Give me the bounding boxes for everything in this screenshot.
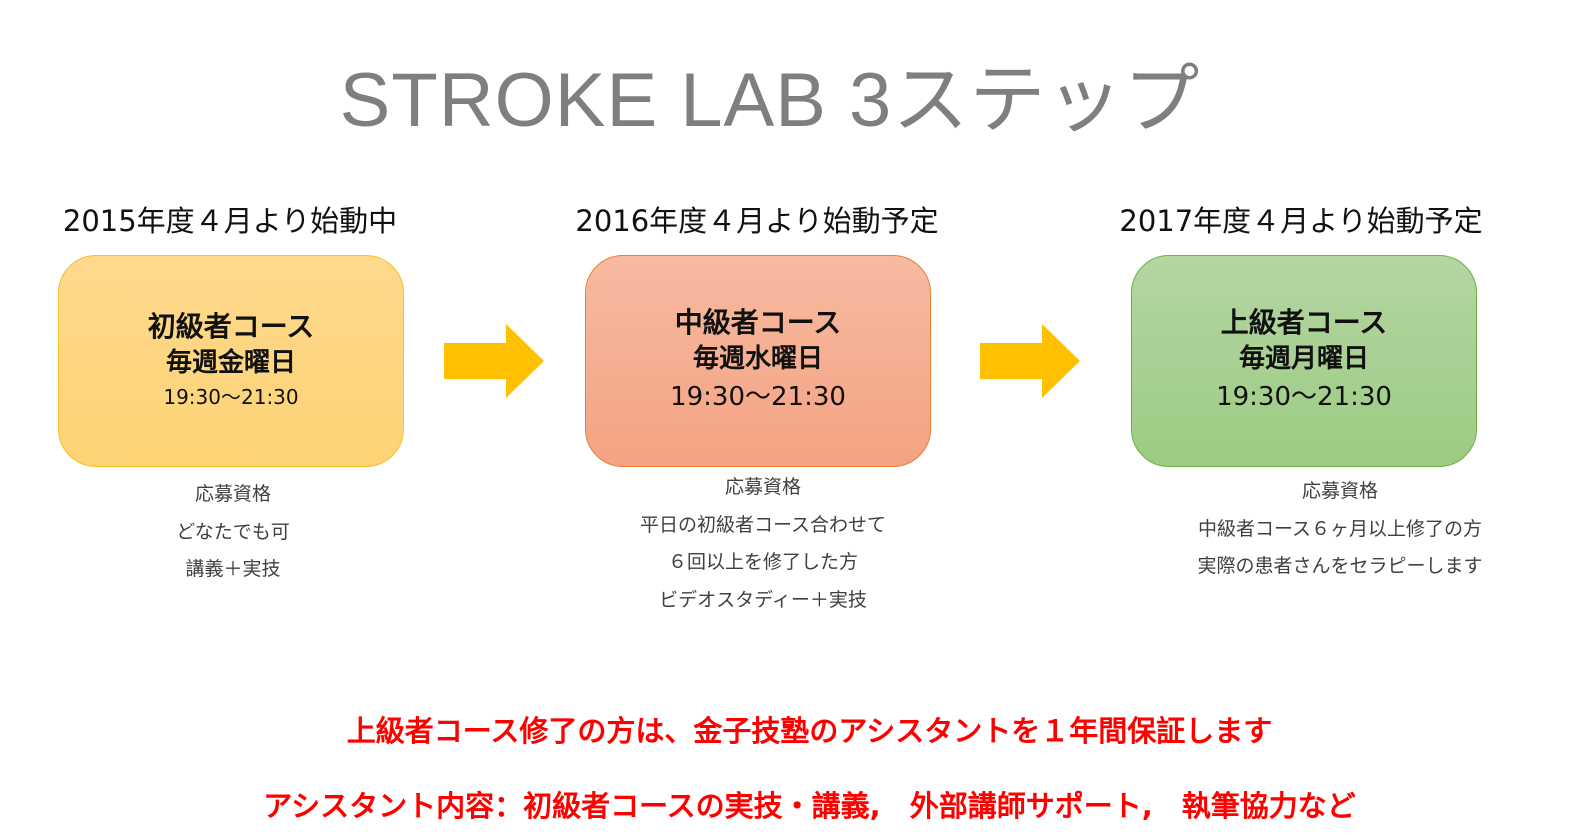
- course-name: 初級者コース: [147, 310, 315, 343]
- course-time: 19:30〜21:30: [163, 385, 299, 409]
- step2-start: 2016年度４月より始動予定: [575, 204, 939, 238]
- step3-start: 2017年度４月より始動予定: [1119, 204, 1483, 238]
- requirement-line: 応募資格: [724, 476, 801, 498]
- requirement-line: 講義＋実技: [185, 558, 281, 580]
- course-day: 毎週金曜日: [165, 348, 296, 378]
- requirement-line: 応募資格: [1301, 480, 1378, 502]
- step2-course-box: 中級者コース 毎週水曜日 19:30〜21:30: [585, 255, 931, 467]
- arrow-right-icon: [444, 324, 544, 398]
- slide-title: STROKE LAB 3ステップ: [339, 58, 1201, 143]
- requirement-line: ６回以上を修了した方: [667, 551, 858, 573]
- step3-requirements: 応募資格 中級者コース６ヶ月以上修了の方 実際の患者さんをセラピーします: [1130, 473, 1550, 586]
- arrow-right-icon: [980, 324, 1080, 398]
- requirement-line: 応募資格: [194, 483, 271, 505]
- requirement-line: 平日の初級者コース合わせて: [639, 513, 887, 536]
- assistant-guarantee-note: 上級者コース修了の方は、金子技塾のアシスタントを１年間保証します: [346, 714, 1273, 748]
- assistant-content-note: アシスタント内容：初級者コースの実技・講義, 外部講師サポート, 執筆協力など: [263, 789, 1356, 823]
- course-time: 19:30〜21:30: [1216, 382, 1392, 412]
- step1-start: 2015年度４月より始動中: [62, 204, 398, 238]
- course-name: 中級者コース: [674, 306, 842, 339]
- step3-course-box: 上級者コース 毎週月曜日 19:30〜21:30: [1131, 255, 1477, 467]
- course-time: 19:30〜21:30: [670, 382, 846, 412]
- course-name: 上級者コース: [1220, 306, 1388, 339]
- requirement-line: 中級者コース６ヶ月以上修了の方: [1197, 517, 1483, 540]
- requirement-line: どなたでも可: [176, 520, 290, 543]
- step2-requirements: 応募資格 平日の初級者コース合わせて ６回以上を修了した方 ビデオスタディー＋実…: [553, 469, 973, 619]
- requirement-line: ビデオスタディー＋実技: [659, 588, 867, 611]
- step1-requirements: 応募資格 どなたでも可 講義＋実技: [23, 476, 443, 589]
- step1-course-box: 初級者コース 毎週金曜日 19:30〜21:30: [58, 255, 404, 467]
- course-day: 毎週月曜日: [1238, 344, 1369, 374]
- requirement-line: 実際の患者さんをセラピーします: [1197, 555, 1483, 577]
- course-day: 毎週水曜日: [692, 344, 823, 374]
